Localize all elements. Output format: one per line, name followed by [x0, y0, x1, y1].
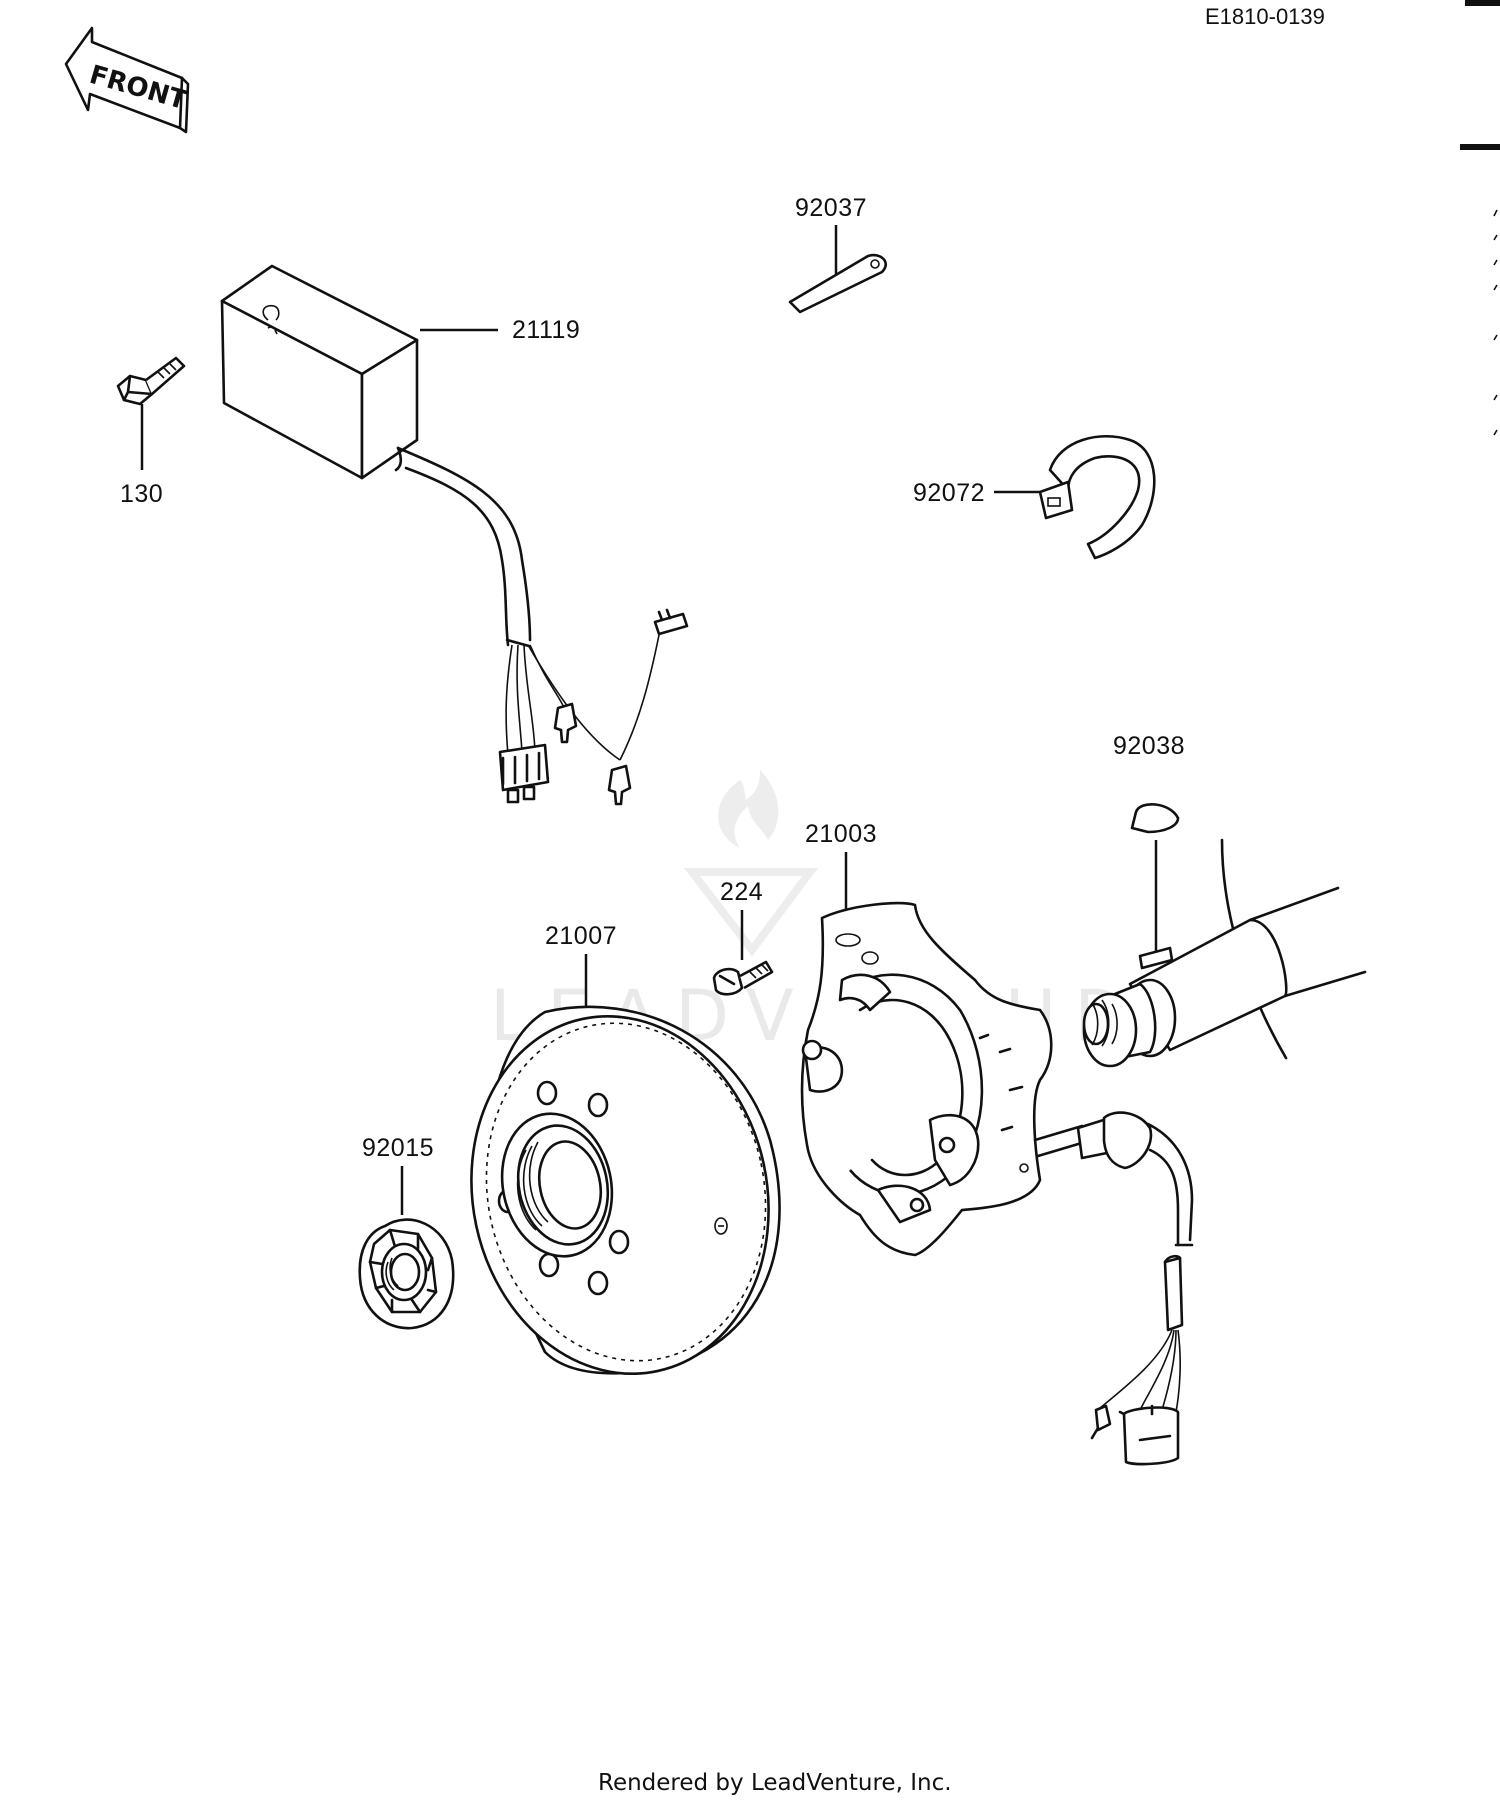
label-21007[interactable]: 21007: [545, 922, 617, 950]
screw-224[interactable]: [712, 960, 774, 996]
igniter-21119[interactable]: [220, 264, 689, 806]
band-clamp-92072[interactable]: [1038, 434, 1156, 560]
label-130[interactable]: 130: [120, 480, 163, 508]
clamp-strap-92037[interactable]: [788, 253, 887, 314]
diagram-code: E1810-0139: [1205, 4, 1325, 29]
flywheel-21007[interactable]: [439, 988, 801, 1401]
flywheel-nut-92015[interactable]: [358, 1218, 455, 1330]
label-21003[interactable]: 21003: [805, 820, 877, 848]
label-224[interactable]: 224: [720, 878, 763, 906]
label-92072[interactable]: 92072: [913, 479, 985, 507]
stator-plate-21003[interactable]: [800, 901, 1194, 1466]
label-21119[interactable]: 21119: [512, 316, 580, 344]
label-92015[interactable]: 92015: [362, 1134, 434, 1162]
bolt-130[interactable]: [116, 356, 186, 406]
edge-marks: [1460, 0, 1500, 436]
woodruff-key-92038[interactable]: [1130, 803, 1180, 834]
label-92037[interactable]: 92037: [795, 194, 867, 222]
footer-credit: Rendered by LeadVenture, Inc.: [598, 1770, 952, 1796]
crankshaft: [1082, 838, 1367, 1068]
front-arrow-icon: FRONT: [64, 26, 190, 134]
label-92038[interactable]: 92038: [1113, 732, 1185, 760]
